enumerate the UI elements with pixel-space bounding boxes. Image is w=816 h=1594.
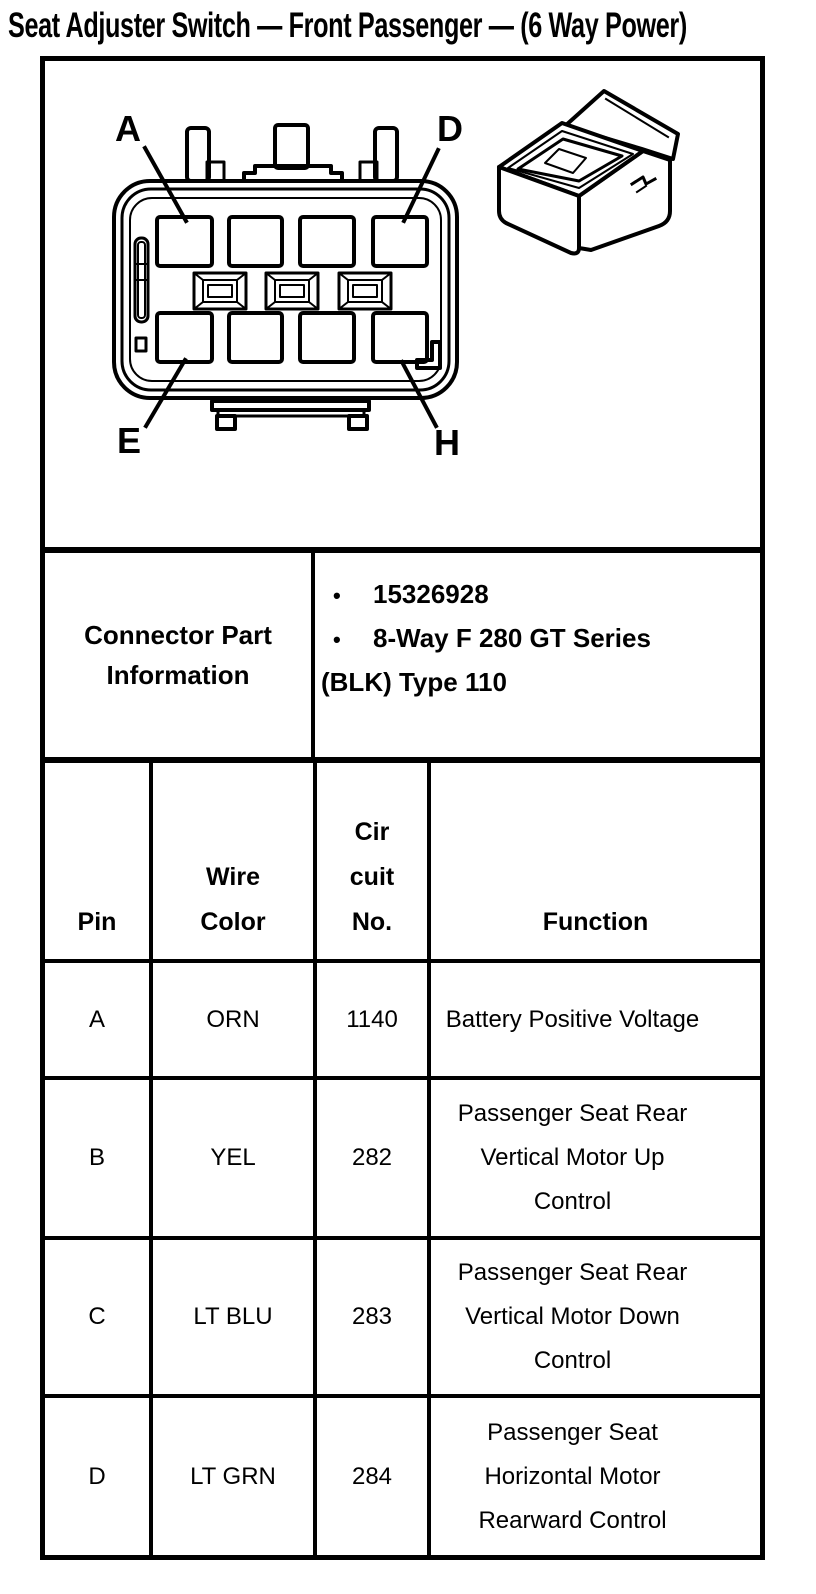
wire-color-cell: LT GRN xyxy=(149,1394,317,1555)
cavity-a xyxy=(155,215,214,268)
wire-color-cell: ORN xyxy=(149,959,317,1080)
connector-front-view xyxy=(112,123,459,431)
pin-cell: C xyxy=(45,1236,153,1398)
col-header-function: Function xyxy=(427,760,760,963)
connector-drawing xyxy=(112,89,680,431)
function-cell: Battery Positive Voltage xyxy=(427,959,760,1080)
pin-cell: B xyxy=(45,1076,153,1240)
bullet-icon: • xyxy=(333,627,341,652)
bottom-rail xyxy=(210,399,371,431)
circuit-no-cell: 1140 xyxy=(313,959,431,1080)
pin-e-leader-line xyxy=(143,357,188,429)
circuit-no-cell: 282 xyxy=(313,1076,431,1240)
part-number: 15326928 xyxy=(373,579,489,609)
pin-label-h: H xyxy=(434,422,460,463)
pin-d-leader-line xyxy=(401,147,441,224)
table-row: D LT GRN 284 Passenger Seat Horizontal M… xyxy=(45,1394,760,1555)
list-item: • 15326928 xyxy=(321,573,700,617)
table-row: A ORN 1140 Battery Positive Voltage xyxy=(45,959,760,1080)
cavity-g xyxy=(298,311,356,364)
col-header-pin: Pin xyxy=(45,760,153,963)
wire-color-cell: LT BLU xyxy=(149,1236,317,1398)
cavity-b xyxy=(227,215,284,268)
inner-hook xyxy=(415,340,442,370)
page-title: Seat Adjuster Switch — Front Passenger —… xyxy=(8,6,687,45)
connector-diagram: A D E H xyxy=(45,61,760,547)
bullet-icon: • xyxy=(333,583,341,608)
col-header-wire-color: Wire Color xyxy=(149,760,317,963)
table-row: B YEL 282 Passenger Seat Rear Vertical M… xyxy=(45,1076,760,1240)
function-cell: Passenger Seat Horizontal Motor Rearward… xyxy=(427,1394,760,1555)
pin-cell: D xyxy=(45,1394,153,1555)
pin-label-d: D xyxy=(437,108,463,149)
circuit-no-cell: 284 xyxy=(313,1394,431,1555)
connector-part-info-list: •15326928 •8-Way F 280 GT Series (BLK) T… xyxy=(315,553,700,757)
list-item: •8-Way F 280 GT Series (BLK) Type 110 xyxy=(321,617,700,703)
wire-color-cell: YEL xyxy=(149,1076,317,1240)
cavity-e xyxy=(155,311,214,364)
connector-3d-view xyxy=(497,89,680,256)
connector-part-info-label: Connector Part Information xyxy=(45,553,315,757)
part-description: 8-Way F 280 GT Series (BLK) Type 110 xyxy=(321,623,651,697)
pin-cell: A xyxy=(45,959,153,1080)
index-slot xyxy=(133,236,150,353)
cavity-h xyxy=(371,311,429,364)
connector-part-info-row: Connector Part Information •15326928 •8-… xyxy=(45,547,760,757)
pin-h-leader-line xyxy=(399,359,439,429)
pin-label-e: E xyxy=(117,420,142,461)
pin-function-table: Pin Wire Color Cir cuit No. Function A O… xyxy=(45,757,760,1555)
latch-clip xyxy=(629,175,658,187)
function-cell: Passenger Seat Rear Vertical Motor Up Co… xyxy=(427,1076,760,1240)
pin-a-leader-line xyxy=(142,145,189,224)
table-header-row: Pin Wire Color Cir cuit No. Function xyxy=(45,760,760,963)
keying-bosses xyxy=(192,271,393,311)
circuit-no-cell: 283 xyxy=(313,1236,431,1398)
connector-document-box: A D E H Connector Part Information • 1532… xyxy=(40,56,765,1560)
cavity-d xyxy=(371,215,429,268)
cavity-f xyxy=(227,311,284,364)
cavity-c xyxy=(298,215,356,268)
top-left-tab xyxy=(185,126,211,183)
col-header-circuit-no: Cir cuit No. xyxy=(313,760,431,963)
center-post xyxy=(273,123,310,170)
top-right-tab xyxy=(373,126,399,183)
function-cell: Passenger Seat Rear Vertical Motor Down … xyxy=(427,1236,760,1398)
table-row: C LT BLU 283 Passenger Seat Rear Vertica… xyxy=(45,1236,760,1398)
pin-label-a: A xyxy=(115,108,141,149)
